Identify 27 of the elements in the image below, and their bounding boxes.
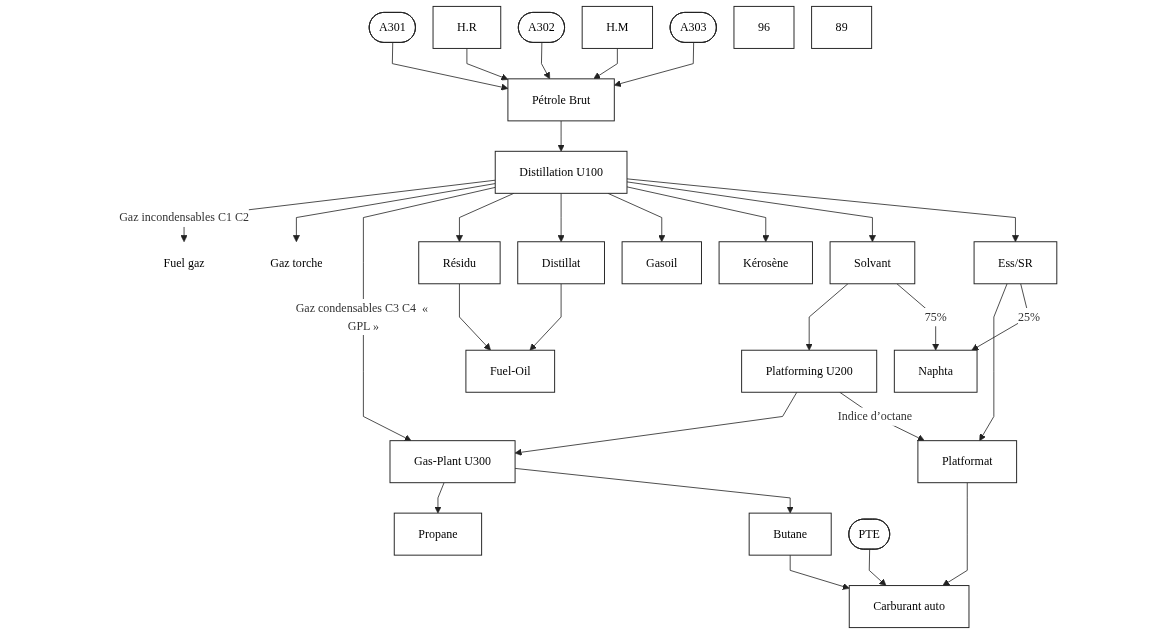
edge-label: Gaz incondensables C1 C2 <box>119 210 249 224</box>
node-box: Carburant auto <box>848 585 970 629</box>
node-box: Ess/SR <box>973 241 1058 285</box>
node-box: Distillation U100 <box>494 150 628 194</box>
node-text: Fuel gaz <box>163 256 205 269</box>
node-box: Résidu <box>418 241 501 285</box>
node-box: H.R <box>432 5 502 49</box>
node-box: Platformat <box>917 440 1018 484</box>
node-text: Gaz torche <box>270 256 323 269</box>
node-box: Fuel-Oil <box>465 349 556 393</box>
edge-label: Indice d’octane <box>837 409 913 423</box>
node-box: Naphta <box>893 349 978 393</box>
node-box: Pétrole Brut <box>507 78 615 122</box>
edge-label: 75% <box>924 310 947 324</box>
node-box: Gasoil <box>621 241 702 285</box>
node-box: Distillat <box>517 241 605 285</box>
node-box: Solvant <box>829 241 916 285</box>
node-box: Platforming U200 <box>741 349 878 393</box>
node-box: Kérosène <box>718 241 813 285</box>
node-box: Gas-Plant U300 <box>389 440 516 484</box>
node-box: Butane <box>748 512 832 556</box>
edge-label: 25% <box>1017 310 1040 324</box>
node-box: Propane <box>393 512 483 556</box>
node-box: 96 <box>733 5 795 49</box>
node-box: H.M <box>581 5 654 49</box>
node-box: 89 <box>811 5 873 49</box>
edge-label: Gaz condensables C3 C4 « GPL » <box>295 301 429 333</box>
